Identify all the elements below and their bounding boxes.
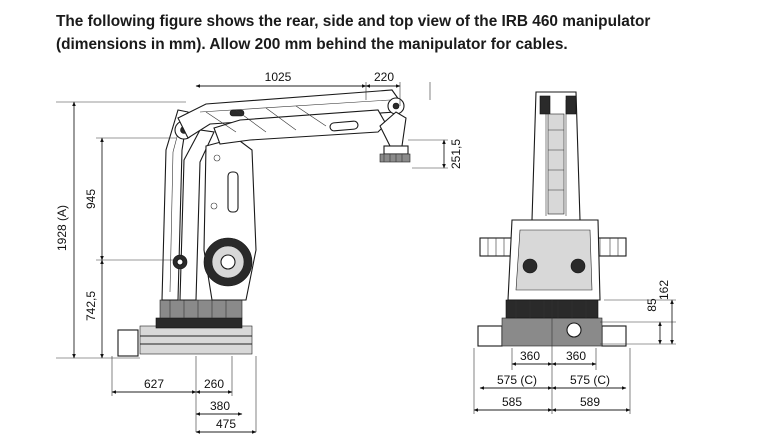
rear-dim-label-575-right: 575 (C)	[570, 373, 610, 387]
intro-line-2: (dimensions in mm). Allow 200 mm behind …	[56, 36, 568, 53]
rear-dim-label-575-left: 575 (C)	[497, 373, 537, 387]
rear-ext-lines-horizontal	[600, 299, 676, 345]
rear-dim-label-85: 85	[645, 298, 659, 312]
dim-label-742-5: 742,5	[84, 291, 98, 321]
dim-label-1025: 1025	[265, 70, 292, 84]
rear-view: 360 360 575 (C) 575 (C) 585 589 85 162	[473, 91, 676, 414]
dim-label-380: 380	[210, 399, 230, 413]
dim-label-220: 220	[374, 70, 394, 84]
dim-label-260: 260	[204, 377, 224, 391]
ext-line-base	[111, 356, 257, 432]
intro-text: The following figure shows the rear, sid…	[56, 10, 746, 56]
side-view-robot-illustration	[117, 89, 411, 357]
dim-label-945: 945	[84, 189, 98, 209]
dim-label-251-5: 251,5	[449, 139, 463, 169]
ext-line-flange	[408, 139, 448, 169]
rear-dim-label-360-left: 360	[520, 349, 540, 363]
dim-label-475: 475	[216, 417, 236, 431]
dim-label-627: 627	[144, 377, 164, 391]
rear-dim-label-585: 585	[502, 395, 522, 409]
rear-view-robot-illustration	[477, 91, 627, 347]
intro-line-1: The following figure shows the rear, sid…	[56, 13, 651, 30]
dim-label-1928: 1928 (A)	[55, 205, 69, 251]
rear-dim-label-360-right: 360	[566, 349, 586, 363]
rear-dim-label-589: 589	[580, 395, 600, 409]
rear-ext-lines-vertical	[473, 300, 631, 414]
side-view: 1025 220 251,5 1928 (A) 945 742,5 627 26…	[55, 70, 463, 434]
rear-dim-label-162: 162	[657, 280, 671, 300]
